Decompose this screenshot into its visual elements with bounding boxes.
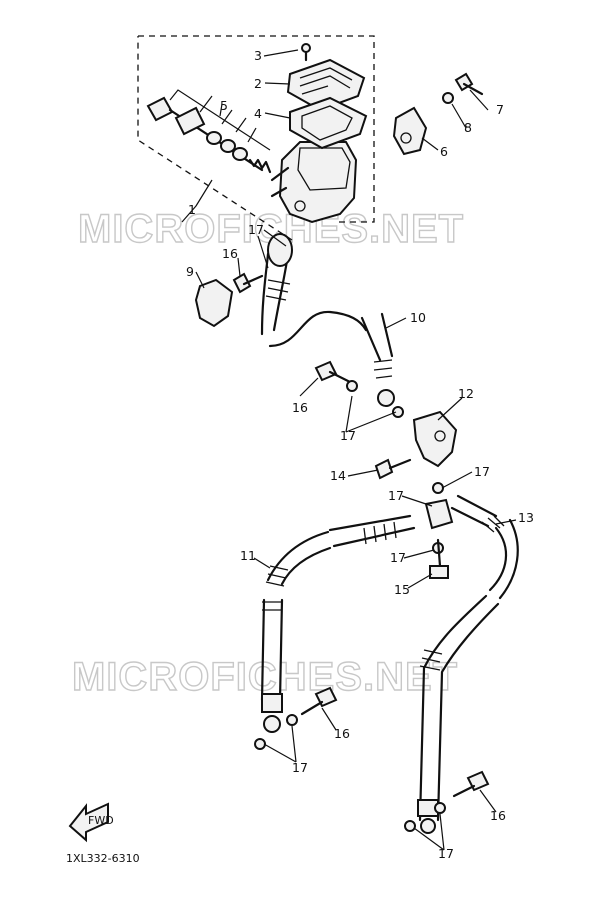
fwd-label: FWD xyxy=(88,814,114,827)
callout-9: 9 xyxy=(186,264,194,279)
callout-13: 13 xyxy=(518,510,534,525)
bolt-15 xyxy=(429,538,449,579)
assembly-outline xyxy=(137,35,375,241)
callout-17g: 17 xyxy=(438,846,454,861)
callout-16d: 16 xyxy=(490,808,506,823)
callout-11: 11 xyxy=(240,548,256,563)
bracket-6 xyxy=(392,106,428,156)
union-bolt-16c xyxy=(300,686,338,716)
callout-7: 7 xyxy=(496,102,504,117)
brake-hose-joint xyxy=(412,410,458,468)
bolt-14 xyxy=(374,458,412,480)
diagram-code: 1XL332-6310 xyxy=(66,852,140,865)
reservoir-cap xyxy=(286,58,366,112)
callout-16c: 16 xyxy=(334,726,350,741)
callout-17c: 17 xyxy=(474,464,490,479)
callout-17e: 17 xyxy=(390,550,406,565)
callout-1: 1 xyxy=(188,202,196,217)
washer-17b xyxy=(346,380,358,392)
washer-17g-b xyxy=(404,820,416,832)
callout-14: 14 xyxy=(330,468,346,483)
piston-kit xyxy=(146,96,272,174)
callout-17a: 17 xyxy=(248,222,264,237)
callout-17b: 17 xyxy=(340,428,356,443)
callout-16a: 16 xyxy=(222,246,238,261)
hose-11 xyxy=(260,514,416,733)
washer-17d xyxy=(432,482,444,494)
callout-5: 5 xyxy=(220,98,228,113)
callout-16b: 16 xyxy=(292,400,308,415)
hose-10 xyxy=(260,233,395,407)
leader-lines xyxy=(181,49,517,851)
callout-17f: 17 xyxy=(292,760,308,775)
union-bolt-16b xyxy=(314,360,352,384)
watermark-bottom: MICROFICHES.NET xyxy=(72,655,458,699)
callout-12: 12 xyxy=(458,386,474,401)
callout-15: 15 xyxy=(394,582,410,597)
washer-17f-a xyxy=(286,714,298,726)
callout-4: 4 xyxy=(254,106,262,121)
washer-17f-b xyxy=(254,738,266,750)
washer-17c xyxy=(392,406,404,418)
callout-17d: 17 xyxy=(388,488,404,503)
cap-9 xyxy=(194,278,234,328)
callout-10: 10 xyxy=(410,310,426,325)
callout-6: 6 xyxy=(440,144,448,159)
union-bolt-16d xyxy=(452,770,490,798)
callout-3: 3 xyxy=(254,48,262,63)
screw-3 xyxy=(301,43,311,62)
fwd-arrow-icon: FWD xyxy=(68,802,114,843)
washer-8 xyxy=(442,92,454,104)
callout-8: 8 xyxy=(464,120,472,135)
diaphragm xyxy=(289,96,368,150)
callout-2: 2 xyxy=(254,76,262,91)
union-bolt-upper xyxy=(232,272,264,294)
hose-13 xyxy=(417,494,519,834)
bolt-7 xyxy=(454,72,484,96)
washer-17g-a xyxy=(434,802,446,814)
center-union xyxy=(424,498,454,530)
